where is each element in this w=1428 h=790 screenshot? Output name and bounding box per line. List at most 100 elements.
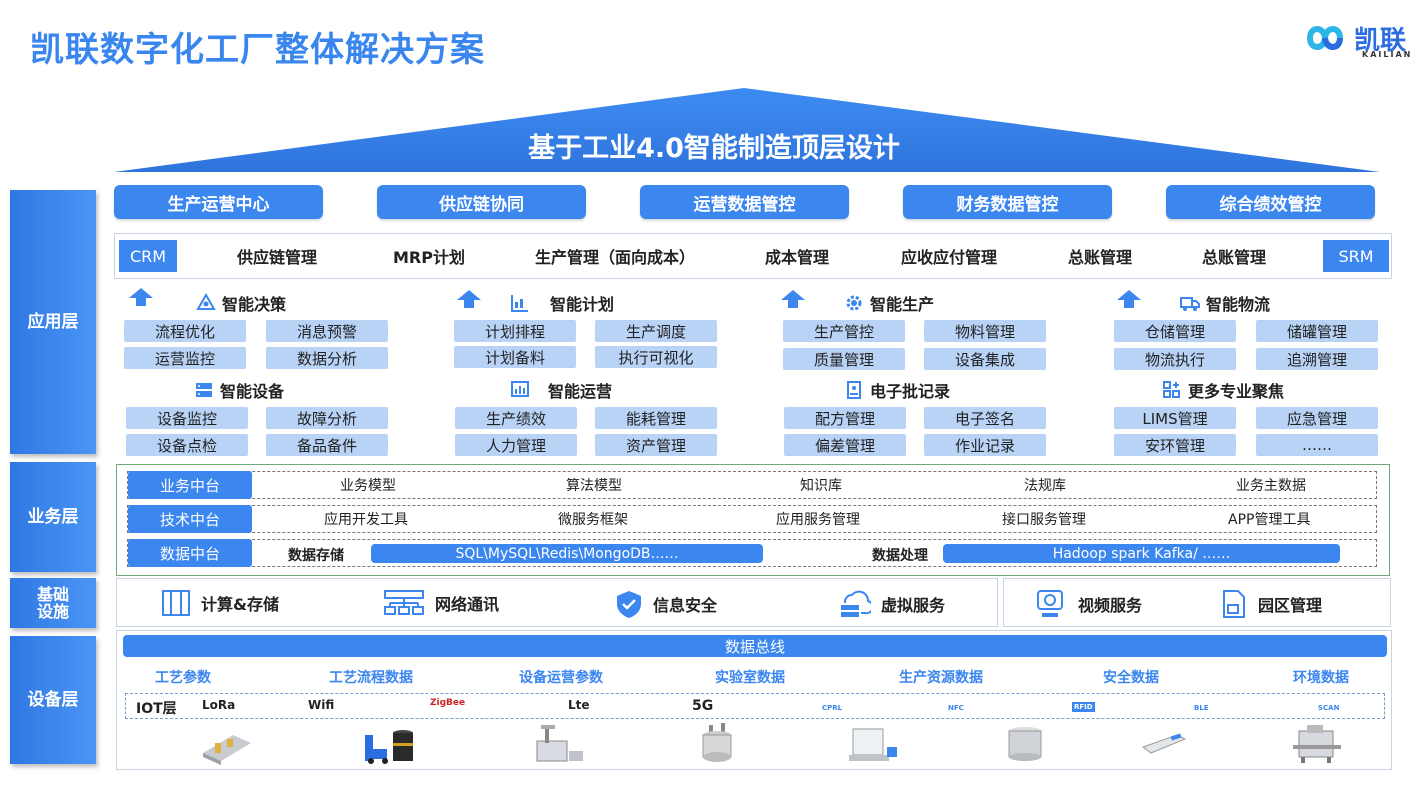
business-row-label[interactable]: 技术中台 [128, 505, 252, 533]
module-srm[interactable]: SRM [1323, 240, 1389, 272]
infra-item[interactable]: 视频服务 [1036, 589, 1142, 619]
business-item: 知识库 [800, 478, 842, 494]
chip[interactable]: 仓储管理 [1114, 320, 1236, 342]
device-category: 实验室数据 [715, 670, 785, 686]
infra-item[interactable]: 虚拟服务 [837, 589, 945, 619]
ble-icon: BLE [1194, 704, 1209, 712]
business-row-data: 数据中台 数据存储 SQL\MySQL\Redis\MongoDB…… 数据处理… [127, 539, 1377, 567]
business-item: 接口服务管理 [1002, 512, 1086, 528]
module-item[interactable]: 应收应付管理 [900, 248, 997, 267]
chip[interactable]: 数据分析 [266, 347, 388, 369]
infra-item[interactable]: 信息安全 [615, 589, 717, 619]
group-header: 智能设备 [194, 378, 284, 402]
group-title: 智能设备 [220, 382, 285, 401]
cprl-icon: CPRL [822, 704, 843, 712]
chip[interactable]: 人力管理 [455, 434, 577, 456]
chip[interactable]: 流程优化 [124, 320, 246, 342]
business-row-label[interactable]: 业务中台 [128, 471, 252, 499]
chip[interactable]: 故障分析 [266, 407, 388, 429]
business-item: 法规库 [1024, 478, 1066, 494]
module-item[interactable]: MRP计划 [393, 248, 465, 267]
infra-item[interactable]: 计算&存储 [161, 589, 279, 617]
chip[interactable]: 能耗管理 [595, 407, 717, 429]
lab-machine-image [536, 725, 583, 762]
group-header: 更多专业聚焦 [1162, 378, 1284, 402]
rfid-icon: RFID [1072, 702, 1095, 712]
chip[interactable]: 消息预警 [266, 320, 388, 342]
infra-item[interactable]: 网络通讯 [383, 589, 499, 617]
infrastructure-panel-2: 视频服务 园区管理 [1003, 578, 1391, 627]
group-header: 智能运营 [510, 378, 612, 402]
infra-item[interactable]: 园区管理 [1220, 589, 1322, 619]
park-document-icon [1223, 590, 1245, 618]
module-item[interactable]: 供应链管理 [236, 248, 317, 267]
chip[interactable]: 生产管控 [783, 320, 905, 342]
scan-icon: SCAN [1318, 704, 1340, 712]
device-panel: 数据总线 工艺参数 工艺流程数据 设备运营参数 实验室数据 生产资源数据 安全数… [116, 630, 1392, 770]
chip[interactable]: 配方管理 [784, 407, 906, 429]
chip[interactable]: 追溯管理 [1256, 348, 1378, 370]
chip[interactable]: 作业记录 [924, 434, 1046, 456]
chip[interactable]: 应急管理 [1256, 407, 1378, 429]
data-bus-bar[interactable]: 数据总线 [123, 635, 1387, 657]
business-row-label[interactable]: 数据中台 [128, 539, 252, 567]
module-item[interactable]: 生产管理（面向成本） [534, 248, 695, 267]
chip[interactable]: LIMS管理 [1114, 407, 1236, 429]
cloud-server-icon [841, 590, 871, 617]
layer-application: 应用层 [10, 190, 96, 454]
business-item: 应用开发工具 [324, 512, 408, 528]
business-item: 业务主数据 [1236, 478, 1306, 494]
chip[interactable]: 生产调度 [595, 320, 717, 342]
lora-icon: LoRa [202, 698, 236, 712]
device-category: 环境数据 [1293, 670, 1349, 686]
chip[interactable]: 储罐管理 [1256, 320, 1378, 342]
group-title: 电子批记录 [870, 382, 951, 401]
data-process-bar[interactable]: Hadoop spark Kafka/ …… [943, 544, 1340, 563]
chip[interactable]: 安环管理 [1114, 434, 1236, 456]
group-title: 智能决策 [222, 295, 287, 314]
chip[interactable]: 计划排程 [454, 320, 576, 342]
chip[interactable]: 设备集成 [924, 348, 1046, 370]
device-category: 工艺流程数据 [329, 670, 413, 686]
infrastructure-panel: 计算&存储 网络通讯 信息安全 虚拟服务 [116, 578, 998, 627]
chip[interactable]: 设备点检 [126, 434, 248, 456]
btn-production-ops-center[interactable]: 生产运营中心 [114, 185, 323, 219]
chip[interactable]: 物流执行 [1114, 348, 1236, 370]
module-item[interactable]: 总账管理 [1201, 248, 1266, 267]
iot-label: IOT层 [136, 701, 177, 717]
btn-supply-chain[interactable]: 供应链协同 [377, 185, 586, 219]
chip[interactable]: 物料管理 [924, 320, 1046, 342]
btn-performance[interactable]: 综合绩效管控 [1166, 185, 1375, 219]
layer-device: 设备层 [10, 636, 96, 764]
chip[interactable]: 资产管理 [595, 434, 717, 456]
gear-icon [846, 295, 862, 311]
chip[interactable]: …… [1256, 434, 1378, 456]
chip[interactable]: 运营监控 [124, 347, 246, 369]
module-item[interactable]: 总账管理 [1067, 248, 1132, 267]
business-item: 算法模型 [566, 478, 622, 494]
chip[interactable]: 计划备料 [454, 346, 576, 368]
roof-banner [114, 88, 1380, 172]
data-storage-bar[interactable]: SQL\MySQL\Redis\MongoDB…… [371, 544, 763, 563]
chip[interactable]: 电子签名 [924, 407, 1046, 429]
up-arrow-icon [457, 290, 481, 308]
5g-icon: 5G [692, 698, 714, 714]
group-header: 智能计划 [510, 291, 614, 315]
chip[interactable]: 执行可视化 [595, 346, 717, 368]
infra-label: 计算&存储 [201, 595, 279, 614]
device-category: 生产资源数据 [899, 670, 983, 686]
chip[interactable]: 备品备件 [266, 434, 388, 456]
module-crm[interactable]: CRM [119, 240, 177, 272]
btn-finance-data[interactable]: 财务数据管控 [903, 185, 1112, 219]
module-item[interactable]: 成本管理 [764, 248, 829, 267]
chip[interactable]: 设备监控 [126, 407, 248, 429]
chip[interactable]: 质量管理 [783, 348, 905, 370]
group-title: 智能运营 [548, 382, 613, 401]
btn-ops-data[interactable]: 运营数据管控 [640, 185, 849, 219]
device-category: 安全数据 [1103, 670, 1159, 686]
chip[interactable]: 生产绩效 [455, 407, 577, 429]
decision-icon [196, 293, 216, 310]
chip[interactable]: 偏差管理 [784, 434, 906, 456]
roof-title: 基于工业4.0智能制造顶层设计 [528, 133, 900, 164]
